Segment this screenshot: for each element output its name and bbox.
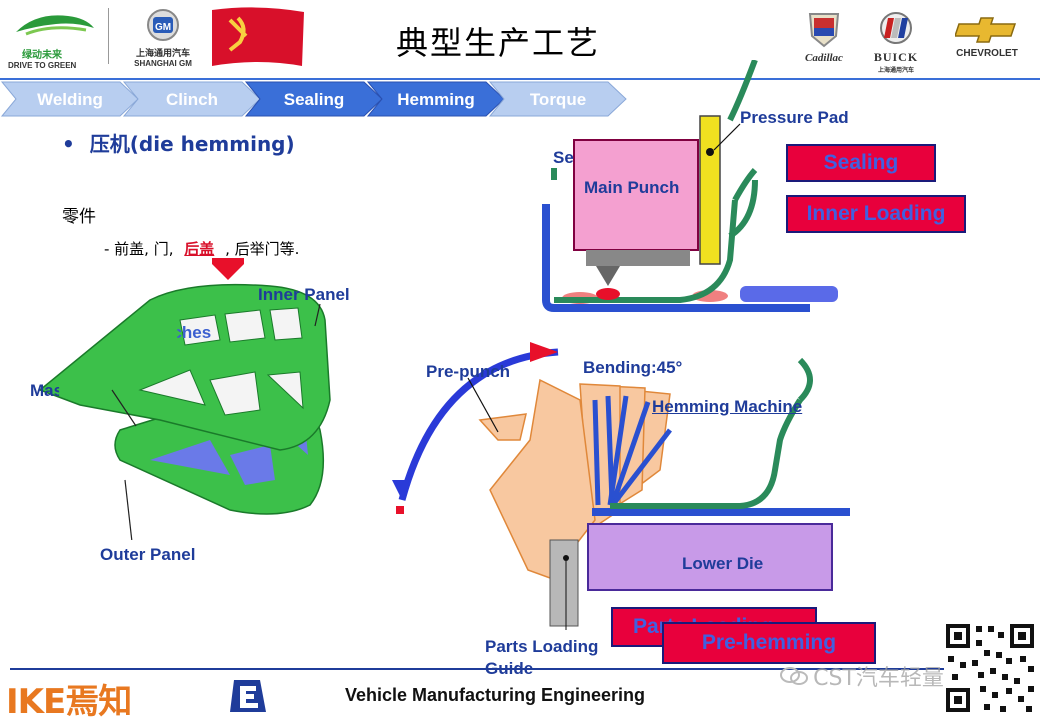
inner-panel-leader xyxy=(314,303,321,327)
bullet-mark: • xyxy=(62,132,75,156)
inner-panel-shape xyxy=(38,283,331,451)
footer-brand: IKE焉知 xyxy=(6,682,132,720)
green-logo-tagline: DRIVE TO GREEN xyxy=(8,61,77,70)
lower-die-label: Lower Die xyxy=(682,554,764,573)
patches-label: Patches xyxy=(146,323,212,342)
heading-text: 压机(die hemming) xyxy=(89,132,295,156)
page-title: 典型生产工艺 xyxy=(396,24,601,62)
sgm-cn-name: 上海通用汽车 xyxy=(135,48,190,58)
pre-hemming-diagram xyxy=(392,342,850,630)
step-welding-label: Welding xyxy=(37,90,103,109)
panel-diagram xyxy=(38,283,331,540)
step-clinch[interactable]: Clinch xyxy=(122,81,261,117)
se-label: Se xyxy=(553,148,574,167)
parts-list: - 前盖, 门, 后盖 , 后举门等. xyxy=(104,238,299,259)
step-sealing-label: Sealing xyxy=(284,90,344,109)
parts-label: 零件 xyxy=(62,207,96,227)
buick-sub: 上海通用汽车 xyxy=(877,68,914,74)
step-torque[interactable]: Torque xyxy=(488,81,627,117)
parts-list-b: , 后举门等. xyxy=(225,240,300,258)
steps-top-rule xyxy=(0,78,1040,80)
inner-panel-label: Inner Panel xyxy=(258,285,350,304)
pressure-pad-block xyxy=(699,115,721,265)
parts-loading-label: Parts Loading xyxy=(485,637,599,656)
outer-panel-leader xyxy=(124,479,133,540)
qr-code-icon xyxy=(944,622,1036,714)
chevrolet-bowtie-icon xyxy=(953,17,1017,43)
chevrolet-name: CHEVROLET xyxy=(956,48,1018,59)
lower-die-block xyxy=(587,523,833,591)
hemming-press-diagram xyxy=(542,60,838,312)
mastic-label: Mastic xyxy=(30,381,83,400)
step-clinch-label: Clinch xyxy=(166,90,218,109)
step-torque-label: Torque xyxy=(530,90,586,109)
pressure-pad-label: Pressure Pad xyxy=(740,108,849,127)
footer-title: Vehicle Manufacturing Engineering xyxy=(345,685,646,705)
buick-name: BUICK xyxy=(873,50,919,64)
sgm-en-name: SHANGHAI GM xyxy=(134,59,192,68)
parts-highlight: 后盖 xyxy=(184,240,215,258)
drive-to-green-logo: 绿动未来 DRIVE TO GREEN xyxy=(6,6,102,70)
svg-text:GM: GM xyxy=(155,22,171,33)
pre-punch-label: Pre-punch xyxy=(426,362,511,381)
down-arrow-icon xyxy=(212,258,244,280)
cadillac-logo: Cadillac xyxy=(794,10,854,68)
sgm-logo: GM 上海通用汽车 SHANGHAI GM xyxy=(118,8,208,68)
footer-e-logo-icon xyxy=(230,680,266,712)
bending-label: Bending:45° xyxy=(583,358,683,377)
cadillac-name: Cadillac xyxy=(805,52,843,64)
bend-lines xyxy=(592,395,672,508)
watermark: CST汽车轻量化 xyxy=(780,660,966,692)
cadillac-crest-icon xyxy=(808,13,840,48)
wechat-icon xyxy=(780,666,808,686)
buick-logo: BUICK 上海通用汽车 xyxy=(858,10,934,74)
watermark-text: CST汽车轻量化 xyxy=(813,666,966,691)
green-car-icon xyxy=(16,15,94,36)
process-steps-bar: Welding Clinch Sealing Hemming Torque xyxy=(0,78,1040,120)
step-welding[interactable]: Welding xyxy=(0,81,139,117)
main-punch-label: Main Punch xyxy=(584,178,680,197)
mastic-leader xyxy=(111,389,137,427)
outer-panel-label: Outer Panel xyxy=(100,545,196,564)
buick-shield-icon xyxy=(880,12,912,44)
green-logo-name: 绿动未来 xyxy=(22,50,62,61)
parts-list-a: - 前盖, 门, xyxy=(104,240,174,258)
steps-chevrons: Welding Clinch Sealing Hemming Torque xyxy=(0,81,627,117)
gm-badge-icon: GM xyxy=(147,9,179,41)
pre-hemming-box: Pre-hemming xyxy=(662,622,876,664)
hemming-machine-label: Hemming Machine xyxy=(652,397,803,416)
step-hemming-label: Hemming xyxy=(397,90,474,109)
step-sealing[interactable]: Sealing xyxy=(244,81,383,117)
header-divider xyxy=(108,8,109,64)
red-flag-icon xyxy=(212,6,304,68)
bullet-heading: • 压机(die hemming) xyxy=(62,128,295,157)
sealing-box: Sealing xyxy=(786,144,936,182)
inner-loading-box: Inner Loading xyxy=(786,195,966,233)
footer-rule xyxy=(10,668,1030,670)
chevrolet-logo: CHEVROLET xyxy=(940,14,1034,68)
step-hemming[interactable]: Hemming xyxy=(366,81,505,117)
main-punch-block xyxy=(573,139,699,251)
